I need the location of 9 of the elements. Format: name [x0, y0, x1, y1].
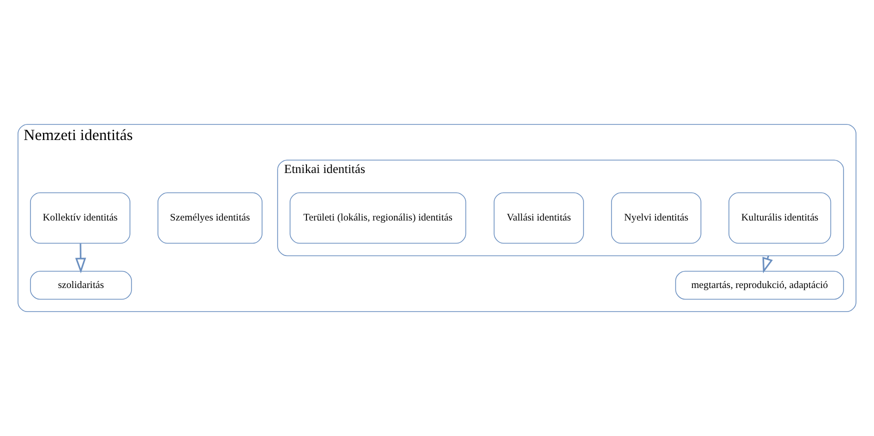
node-box: Területi (lokális, regionális) identitás	[290, 192, 466, 244]
node-box: Kollektív identitás	[30, 192, 130, 244]
node-box: szolidaritás	[30, 270, 132, 300]
arrow	[75, 244, 86, 274]
node-box: Nyelvi identitás	[611, 192, 702, 244]
node-box: Kulturális identitás	[728, 192, 832, 244]
node-box: Személyes identitás	[158, 192, 262, 244]
node-box: megtartás, reprodukció, adaptáció	[675, 270, 844, 300]
node-box: Vallási identitás	[494, 192, 584, 244]
